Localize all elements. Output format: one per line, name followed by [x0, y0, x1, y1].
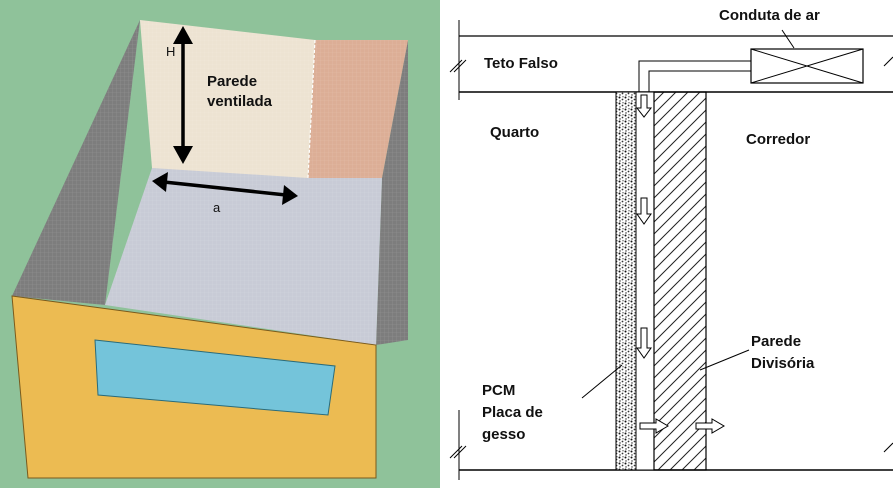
pcm-layer	[615, 91, 637, 471]
section-schematic: Conduta de ar Teto Falso Quarto Corredor…	[444, 0, 893, 488]
width-label: a	[213, 200, 221, 215]
partition-label-line1: Parede	[751, 333, 801, 350]
pcm-label-line3: gesso	[482, 426, 525, 443]
corridor-label: Corredor	[746, 131, 810, 148]
air-gap	[635, 91, 655, 471]
partition-wall	[653, 91, 707, 471]
air-exit-arrow-1	[639, 418, 669, 434]
wall-label-line1: Parede	[207, 73, 257, 90]
height-label: H	[166, 44, 175, 59]
ceiling-label: Teto Falso	[484, 55, 558, 72]
wall-label-line2: ventilada	[207, 93, 273, 110]
window	[94, 339, 336, 416]
partition-label-line2: Divisória	[751, 355, 815, 372]
width-arrow	[152, 172, 298, 205]
pcm-leader-line	[581, 364, 623, 399]
room-3d-svg: H a Parede ventilada	[0, 0, 440, 488]
air-exit-arrow-2	[695, 418, 725, 434]
height-arrow	[173, 26, 193, 164]
air-duct-pipe	[638, 60, 751, 92]
partition-leader-line	[699, 349, 750, 371]
duct-label: Conduta de ar	[719, 7, 820, 24]
section-svg: Conduta de ar Teto Falso Quarto Corredor…	[444, 0, 893, 488]
room-3d-illustration: H a Parede ventilada	[0, 0, 440, 488]
pcm-label-line1: PCM	[482, 382, 515, 399]
air-flow-arrow-3	[636, 327, 652, 359]
pcm-label-line2: Placa de	[482, 404, 543, 421]
room-label: Quarto	[490, 124, 539, 141]
air-flow-arrow-1	[635, 94, 653, 118]
air-flow-arrow-2	[636, 197, 652, 225]
